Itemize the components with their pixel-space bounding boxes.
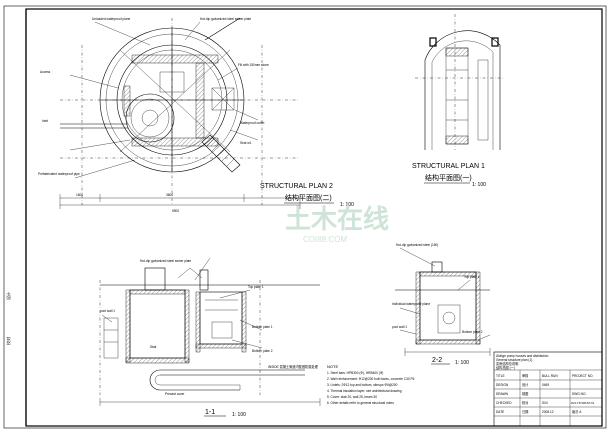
notes-block: NOTE 1. Steel bars: HPB300 (Φ), HRB400 (…: [327, 364, 415, 405]
sec1-note-0: Hot-dip galvanized steel sewer plate: [140, 259, 191, 263]
notes-line-0: 1. Steel bars: HPB300 (Φ), HRB400 (Ф): [327, 371, 383, 375]
tb-f0-1: 审核: [522, 373, 529, 378]
plan2-dim-2: 5900: [172, 209, 179, 213]
sec1-note-6: Precast cover: [165, 392, 185, 396]
plan1-title: STRUCTURAL PLAN 1: [412, 163, 485, 170]
notes-line-4: 5. Cover: slab 20, wall 25, beam 30: [327, 395, 377, 399]
tb-project: Aldrige pump houses and distribution: [496, 354, 549, 358]
tb-f0-3: PROJECT NO.: [572, 374, 593, 378]
sec1-note-5: Stair: [150, 345, 157, 349]
tb-f0-2: BULL RUN: [542, 374, 558, 378]
tb-f2-3: DWG NO.: [572, 392, 586, 396]
notes-line-1: 2. Wall reinforcement: Ф12@200 both face…: [327, 377, 415, 381]
tb-drawing-cn: 泵房结构总说明: [496, 361, 518, 366]
tb-f3-0: CHECKED: [496, 401, 512, 405]
sec2-scale: 1: 100: [455, 360, 469, 366]
tb-f1-0: DESIGN: [496, 383, 509, 387]
plan2-note-7: Access: [40, 70, 51, 74]
tb-f3-3: JS/1-TP/100/ST-01: [571, 401, 595, 405]
sec1-title: 1-1: [205, 409, 215, 416]
tb-f2-1: 制图: [522, 391, 528, 396]
sec2-title: 2-2: [432, 357, 442, 364]
watermark: 土木在线 COI88.COM: [285, 204, 389, 244]
plan2-note-2: Fill with 150mm stone: [238, 63, 269, 67]
side-label-check: 校对: [5, 337, 11, 345]
plan2-title: STRUCTURAL PLAN 2: [260, 183, 333, 190]
structural-plan-2: Unloaded waterproof plane Hot-dip galvan…: [38, 17, 354, 213]
tb-f4-0: DATE: [496, 410, 504, 414]
tb-f4-2: 2008.12: [542, 410, 554, 414]
sec1-note-7: INSIDE 混凝土管道内壁做防腐处理: [268, 364, 319, 369]
sec1-note-2: Bottom plate 1: [252, 325, 273, 329]
plan2-scale: 1: 100: [340, 202, 354, 208]
section-1-1: Hot-dip galvanized steel sewer plate Top…: [99, 257, 321, 418]
plan1-subtitle: 结构平面图(一): [425, 173, 472, 182]
tb-f0-0: TITLE: [496, 374, 505, 378]
plan2-subtitle: 结构平面图(二): [285, 193, 332, 202]
sec1-note-3: Bottom plate 2: [252, 349, 273, 353]
plan2-note-0: Unloaded waterproof plane: [92, 17, 131, 21]
notes-heading: NOTE: [327, 364, 338, 369]
notes-line-5: 6. Other details refer to general struct…: [327, 401, 394, 405]
section-2-2: Hot-dip galvanized steel (150) Top plate…: [392, 243, 491, 366]
watermark-site: COI88.COM: [303, 235, 347, 244]
plan1-scale: 1: 100: [472, 182, 486, 188]
plan2-dim-1: 3600: [166, 193, 173, 197]
plan2-note-6: Inlet: [42, 119, 48, 123]
notes-line-2: 3. Lintels: 2Ф12 top and bottom, stirrup…: [327, 383, 398, 387]
sec2-note-0: Hot-dip galvanized steel (150): [396, 243, 438, 247]
tb-f2-0: DRAWN: [496, 392, 509, 396]
tb-f3-2: S04: [542, 401, 548, 405]
sec2-note-3: pool wall 1: [392, 325, 407, 329]
tb-f1-1: 设计: [522, 382, 529, 387]
outer-frame: [3, 5, 607, 429]
plan2-note-4: Prefabricated waterproof pipe: [38, 172, 80, 176]
watermark-brand: 土木在线: [285, 204, 389, 234]
side-label-design: 设计: [5, 292, 11, 300]
sec1-scale: 1: 100: [232, 412, 246, 418]
title-block: Aldrige pump houses and distribution Gen…: [493, 351, 603, 427]
sec2-note-4: Bottom plate 2: [462, 330, 483, 334]
sec2-note-2: Individual waterproof plane: [392, 302, 430, 306]
plan2-note-3: Waterproof outlet: [240, 121, 264, 125]
tb-f4-1: 日期: [522, 409, 528, 414]
notes-line-3: 4. Thermal insulation layer: see archite…: [327, 389, 402, 393]
structural-plan-1: STRUCTURAL PLAN 1 结构平面图(一) 1: 100: [412, 14, 505, 188]
sec1-note-1: Top plate 1: [248, 285, 264, 289]
tb-f3-1: 校对: [522, 400, 529, 405]
plan2-note-1: Hot-dip galvanized steel sewer plate: [200, 17, 251, 21]
tb-drawing: General structure plan (1): [496, 358, 532, 362]
tb-sheet-cn: 结构总图 (一): [496, 365, 515, 370]
sec1-note-4: pool wall 1: [100, 309, 115, 313]
tb-f1-2: 0469: [542, 383, 549, 387]
tb-f4-3: 版次 A: [572, 409, 582, 414]
sec2-note-1: Top plate 1: [464, 275, 480, 279]
plan2-dim-0: 1600: [76, 193, 83, 197]
plan2-note-5: Seal w1: [240, 141, 252, 145]
